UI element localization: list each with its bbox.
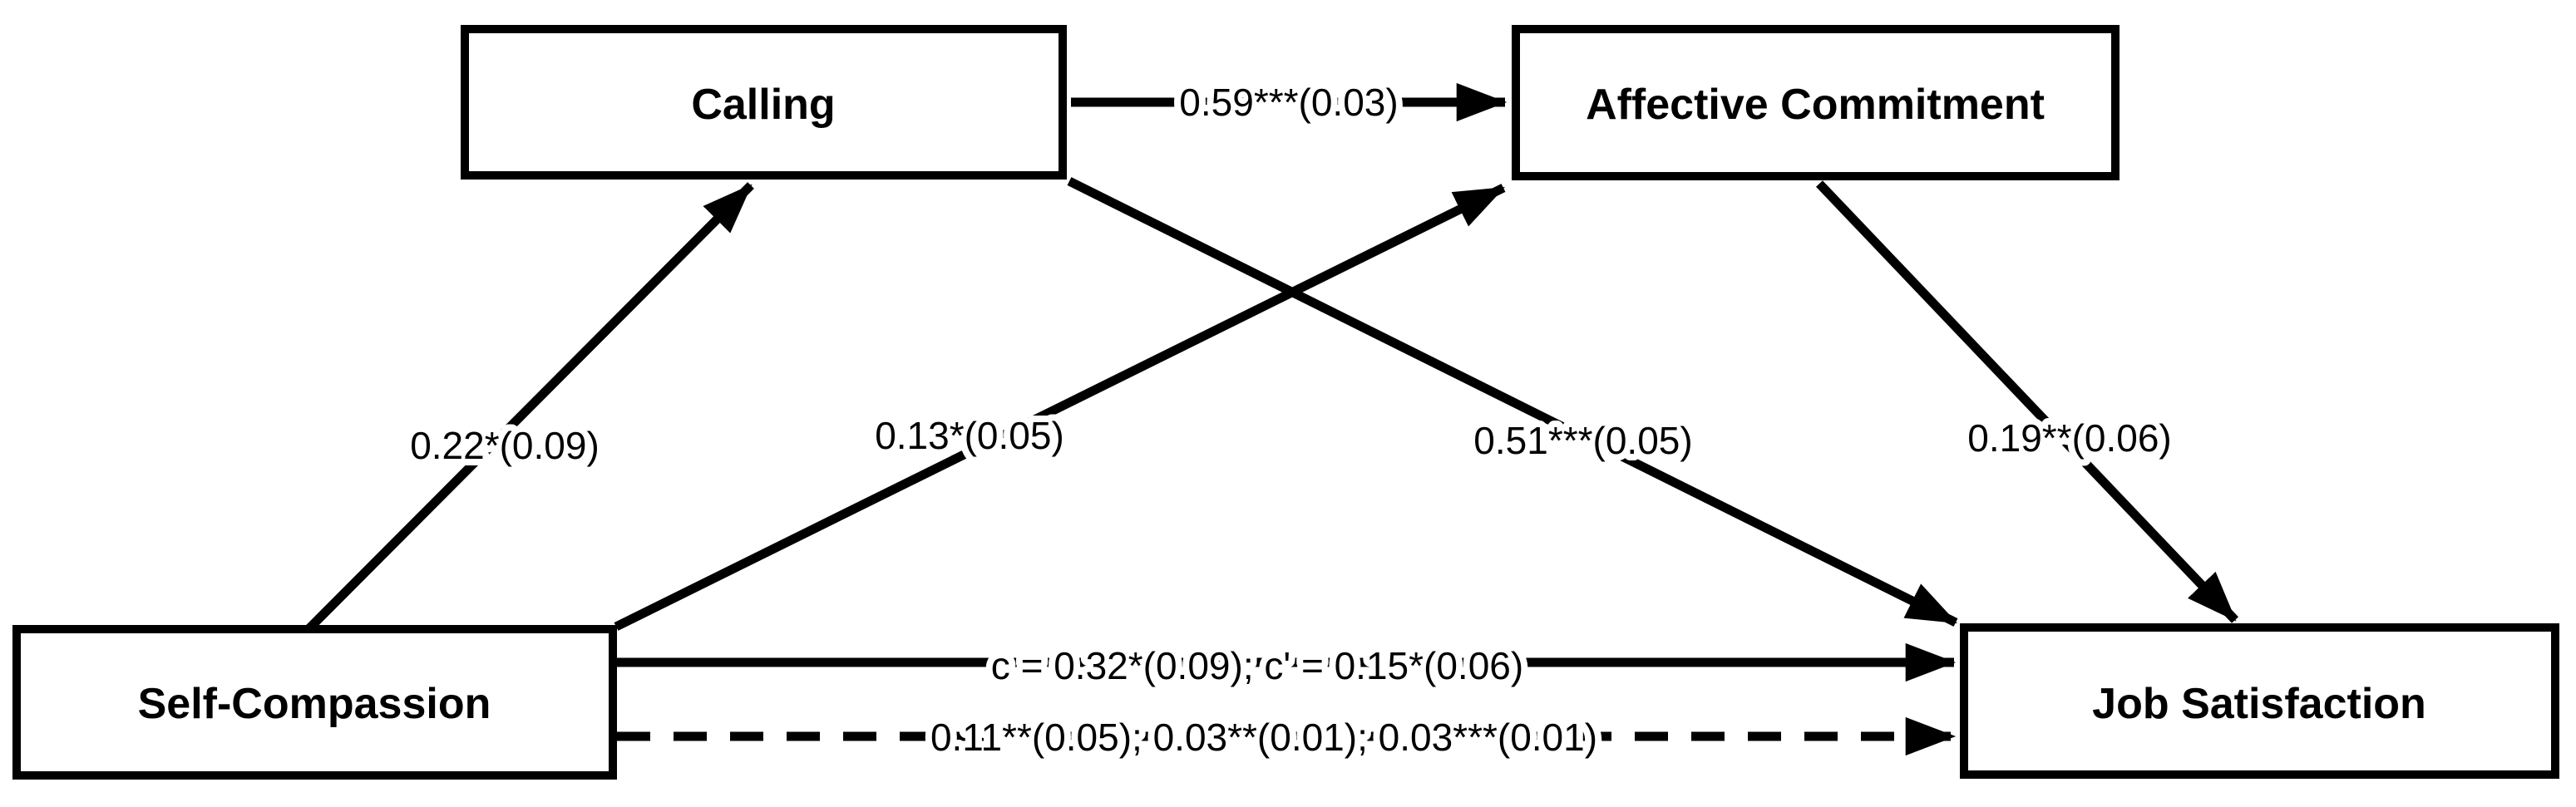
path-self-compassion-to-job-satisfaction-indirect-label: 0.11**(0.05); 0.03**(0.01); 0.03***(0.01… bbox=[930, 716, 1597, 759]
node-calling-label: Calling bbox=[691, 81, 835, 129]
path-affective-commitment-to-job-satisfaction-label: 0.19**(0.06) bbox=[1967, 416, 2172, 460]
node-calling: Calling bbox=[461, 25, 1067, 180]
node-affective-commitment-label: Affective Commitment bbox=[1586, 81, 2045, 129]
node-self-compassion: Self-Compassion bbox=[12, 625, 617, 780]
node-affective-commitment: Affective Commitment bbox=[1512, 25, 2120, 180]
path-self-compassion-to-job-satisfaction-direct-label: c = 0.32*(0.09); c' = 0.15*(0.06) bbox=[991, 644, 1523, 687]
node-self-compassion-label: Self-Compassion bbox=[138, 680, 491, 728]
path-self-compassion-to-affective-commitment-label: 0.13*(0.05) bbox=[875, 414, 1064, 457]
node-job-satisfaction-label: Job Satisfaction bbox=[2092, 680, 2426, 728]
node-calling-box bbox=[461, 25, 1067, 180]
path-self-compassion-to-affective-commitment-line bbox=[614, 184, 1506, 631]
path-calling-to-affective-commitment-label: 0.59***(0.03) bbox=[1179, 81, 1398, 124]
path-calling-to-job-satisfaction-line bbox=[1067, 177, 1958, 627]
path-self-compassion-to-calling-label: 0.22*(0.09) bbox=[410, 424, 600, 467]
node-self-compassion-box bbox=[12, 625, 617, 780]
path-self-compassion-to-calling-line bbox=[306, 182, 754, 632]
node-job-satisfaction: Job Satisfaction bbox=[1960, 623, 2559, 779]
path-calling-to-job-satisfaction-label: 0.51***(0.05) bbox=[1473, 419, 1692, 462]
path-affective-commitment-to-job-satisfaction-line bbox=[1816, 180, 2238, 623]
node-affective-commitment-box bbox=[1512, 25, 2120, 180]
node-job-satisfaction-box bbox=[1960, 623, 2559, 779]
